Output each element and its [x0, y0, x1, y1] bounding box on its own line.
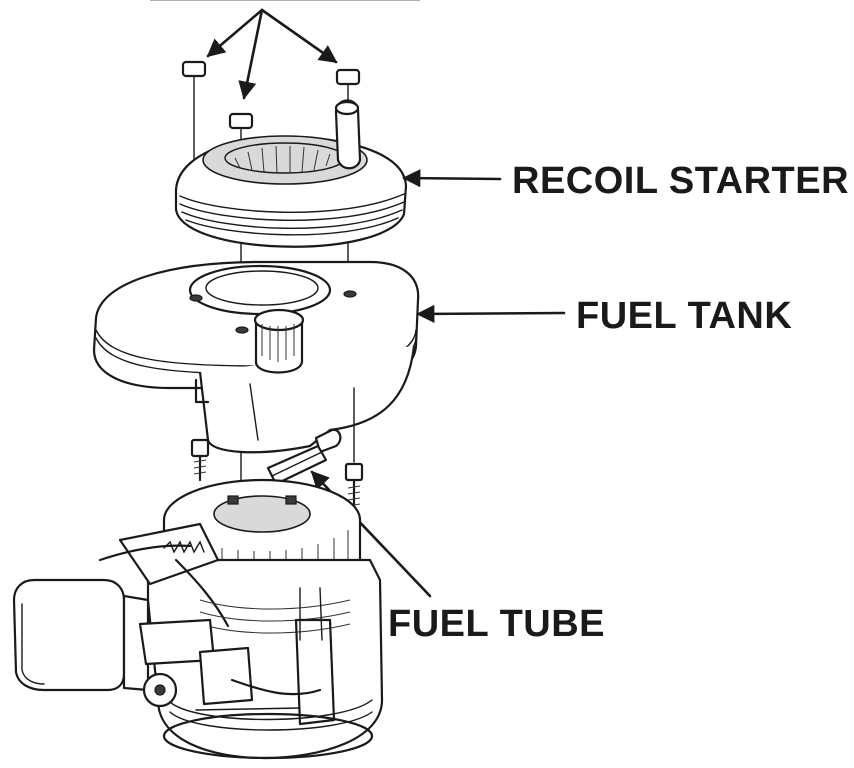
- recoil-starter-label: RECOIL STARTER: [512, 160, 849, 202]
- fuel-tank-leader: [416, 304, 566, 323]
- tank-bolt-left: [190, 438, 210, 482]
- fuel-tube-part: [266, 444, 328, 486]
- tank-bolt-right: [344, 387, 364, 514]
- bolt-callout-arrows: [150, 0, 420, 100]
- recoil-starter-leader: [402, 169, 502, 188]
- engine-block-part: [12, 478, 384, 760]
- recoil-starter-part: [174, 99, 408, 248]
- fuel-tube-label: FUEL TUBE: [388, 603, 605, 645]
- fuel-tank-label: FUEL TANK: [576, 295, 792, 337]
- fuel-tank-part: [92, 260, 420, 454]
